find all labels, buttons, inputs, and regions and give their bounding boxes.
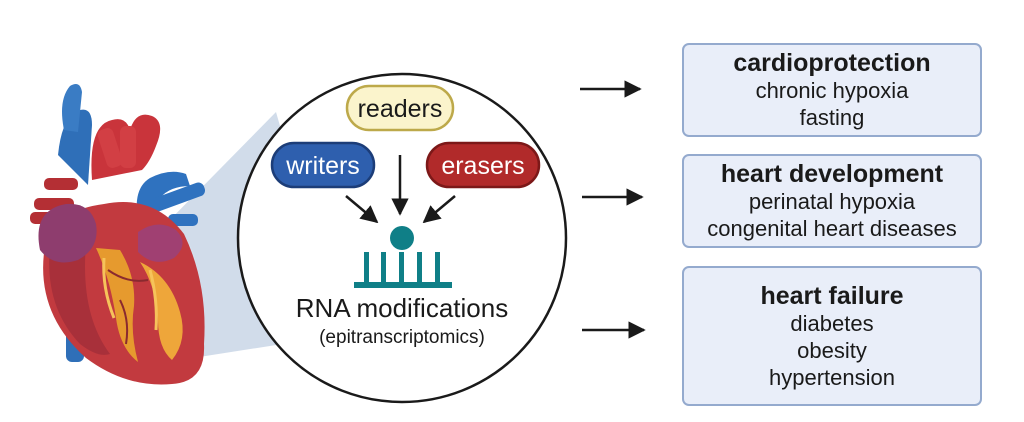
outcome-title: heart development [720, 160, 944, 188]
outcome-box-heart-failure: heart failure diabetes obesity hypertens… [682, 266, 982, 406]
writers-arrow [345, 195, 379, 224]
rna-modifications-title: RNA modifications [296, 293, 508, 323]
outcome-item: chronic hypoxia [755, 78, 909, 103]
outcome-title: cardioprotection [733, 49, 931, 77]
outcome-item: congenital heart diseases [707, 216, 957, 241]
erasers-node: erasers [425, 141, 541, 189]
outcome-box-cardioprotection: cardioprotection chronic hypoxia fasting [682, 43, 982, 137]
heart-illustration [30, 84, 206, 385]
rna-modification-icon [354, 226, 452, 288]
outcome-title: heart failure [760, 281, 904, 310]
writers-node: writers [270, 141, 376, 189]
outcome-item: diabetes [790, 310, 874, 336]
outcome-item: fasting [799, 105, 865, 130]
erasers-arrow [422, 195, 456, 224]
outcome-box-heart-development: heart development perinatal hypoxia cong… [682, 154, 982, 248]
epitranscriptomics-subtitle: (epitranscriptomics) [319, 327, 485, 348]
readers-label: readers [358, 95, 443, 123]
outcome-item: hypertension [769, 364, 895, 390]
outcome-item: perinatal hypoxia [748, 189, 916, 214]
writers-label: writers [285, 152, 360, 180]
erasers-label: erasers [441, 152, 524, 180]
outcome-item: obesity [797, 337, 867, 363]
readers-node: readers [345, 84, 455, 132]
